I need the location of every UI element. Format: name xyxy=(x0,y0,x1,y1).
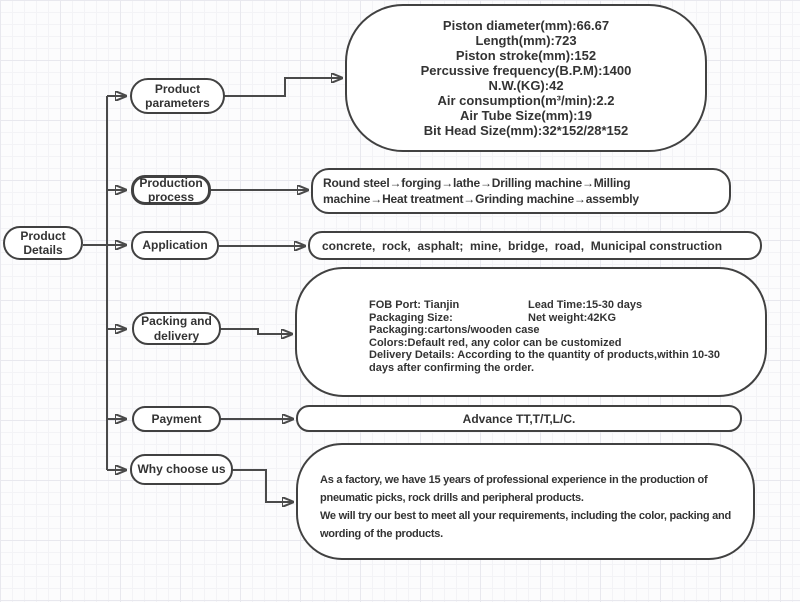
production-process-text: Round steel→forging→lathe→Drilling machi… xyxy=(323,176,639,206)
node-product-parameters: Product parameters xyxy=(130,78,225,114)
box-production-process: Round steel→forging→lathe→Drilling machi… xyxy=(311,168,731,214)
payment-text: Advance TT,T/T,L/C. xyxy=(462,411,576,426)
connector-product-parameters-to-box xyxy=(224,78,342,97)
packaging-size: Packaging Size: xyxy=(369,311,453,324)
param-line: N.W.(KG):42 xyxy=(488,78,564,93)
why-paragraph: As a factory, we have 15 years of profes… xyxy=(320,474,708,504)
box-why-choose-us: As a factory, we have 15 years of profes… xyxy=(296,443,755,560)
connector-why-to-box xyxy=(232,469,293,502)
packing-row: Packaging Size: Net weight:42KG xyxy=(369,312,739,325)
param-line: Piston stroke(mm):152 xyxy=(455,48,597,63)
node-production-process: Production process xyxy=(131,175,211,205)
connector-packing-to-box xyxy=(220,328,292,334)
param-line: Percussive frequency(B.P.M):1400 xyxy=(420,63,632,78)
colors-line: Colors:Default red, any color can be cus… xyxy=(369,336,622,349)
node-why-choose-us: Why choose us xyxy=(130,454,233,485)
param-line: Length(mm):723 xyxy=(475,33,577,48)
packaging-line: Packaging:cartons/wooden case xyxy=(369,324,540,337)
node-application: Application xyxy=(131,231,219,260)
why-paragraph: We will try our best to meet all your re… xyxy=(320,510,731,540)
param-line: Piston diameter(mm):66.67 xyxy=(442,18,610,33)
application-text: concrete, rock, asphalt; mine, bridge, r… xyxy=(322,238,723,253)
packing-row: FOB Port: Tianjin Lead Time:15-30 days xyxy=(369,299,739,312)
fob-port: FOB Port: Tianjin xyxy=(369,299,460,311)
box-product-parameters: Piston diameter(mm):66.67 Length(mm):723… xyxy=(345,4,707,152)
node-packing-and-delivery: Packing and delivery xyxy=(132,312,221,345)
delivery-details-line: Delivery Details: According to the quant… xyxy=(369,349,721,374)
param-line: Bit Head Size(mm):32*152/28*152 xyxy=(423,123,629,138)
lead-time: Lead Time:15-30 days xyxy=(528,299,643,311)
node-product-details: Product Details xyxy=(3,226,83,260)
param-line: Air Tube Size(mm):19 xyxy=(460,108,592,123)
param-line: Air consumption(m³/min):2.2 xyxy=(437,93,615,108)
box-packing-and-delivery: FOB Port: Tianjin Lead Time:15-30 days P… xyxy=(295,267,767,397)
node-payment: Payment xyxy=(132,406,221,432)
box-payment: Advance TT,T/T,L/C. xyxy=(296,405,742,432)
net-weight: Net weight:42KG xyxy=(528,311,617,324)
box-application: concrete, rock, asphalt; mine, bridge, r… xyxy=(308,231,762,260)
